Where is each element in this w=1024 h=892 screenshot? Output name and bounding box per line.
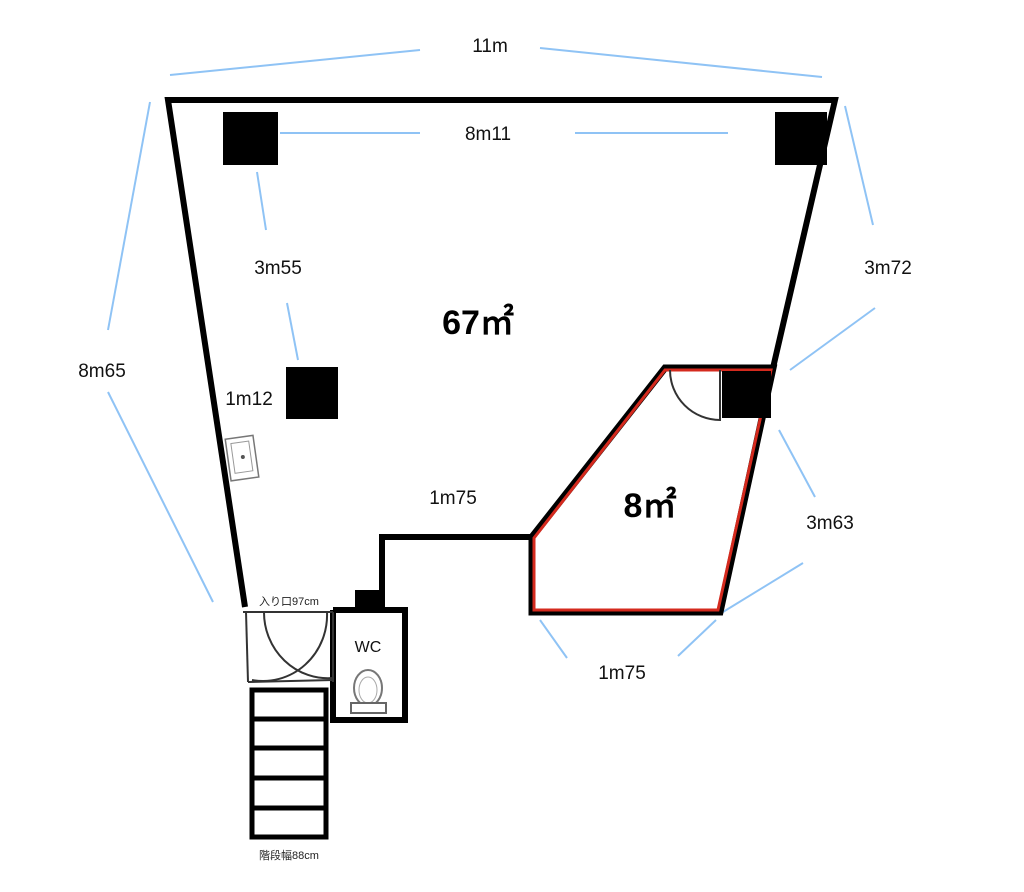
dim-bottom-room: 1m75 <box>598 663 646 684</box>
dim-right-lower: 3m63 <box>806 513 854 534</box>
dim-right-upper: 3m72 <box>864 258 912 279</box>
stairs-label: 階段幅88cm <box>259 848 319 862</box>
wc-label: WC <box>355 639 382 656</box>
sink-icon <box>224 434 260 482</box>
dim-top-inner: 8m11 <box>465 124 511 145</box>
sub-room-highlight <box>532 368 773 612</box>
dim-left-outer: 8m65 <box>78 361 126 382</box>
sub-room-outline <box>528 364 778 616</box>
columns <box>223 112 827 419</box>
dim-column-offset: 1m12 <box>225 389 273 410</box>
sub-area-label: 8㎡ <box>624 486 677 525</box>
entrance-label: 入り口97cm <box>259 595 319 608</box>
walls <box>164 97 839 723</box>
sub-room-door-swing <box>669 369 721 422</box>
main-area-label: 67㎡ <box>442 303 514 342</box>
dimension-lines <box>107 47 876 659</box>
dim-top-outer: 11m <box>472 36 508 57</box>
toilet-icon <box>350 669 387 714</box>
dim-left-column-gap: 3m55 <box>254 258 302 279</box>
dim-inner-wall: 1m75 <box>429 488 477 509</box>
entrance-door <box>243 611 334 683</box>
stairs <box>249 687 329 840</box>
